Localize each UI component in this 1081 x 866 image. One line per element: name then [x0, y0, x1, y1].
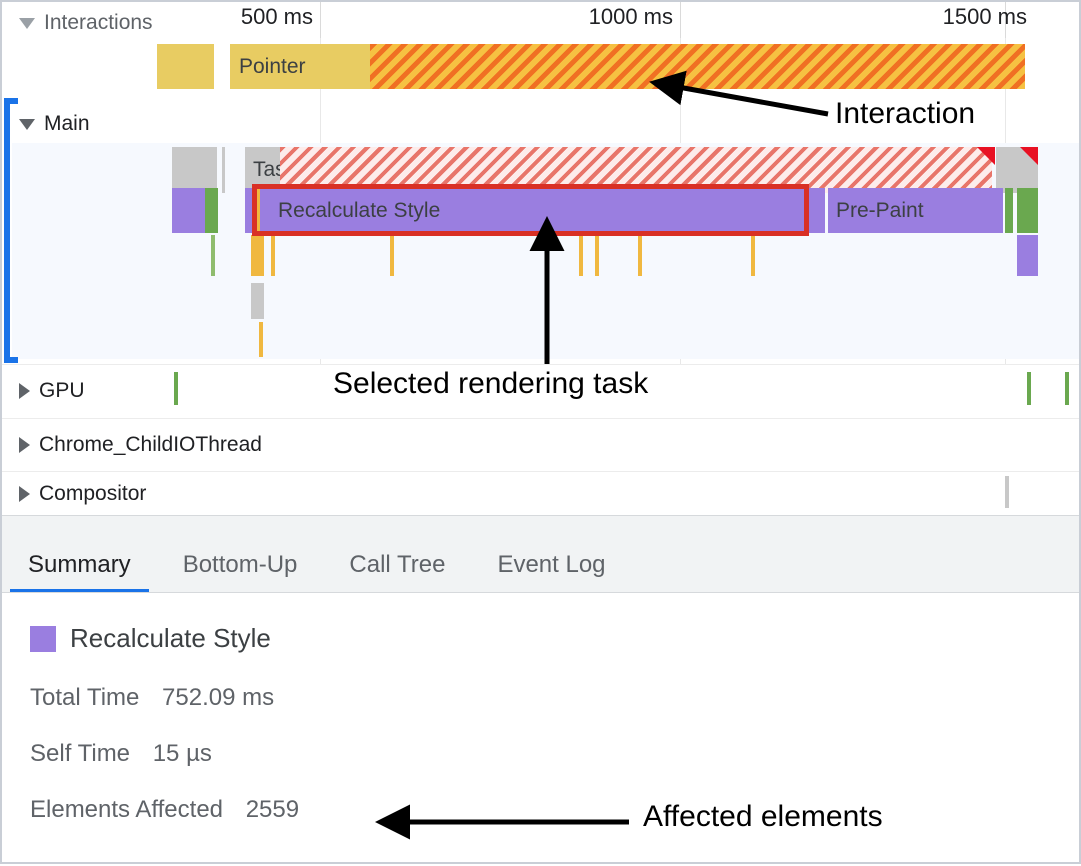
- flame-bar[interactable]: [172, 188, 205, 233]
- flame-bar[interactable]: [390, 235, 394, 276]
- summary-value-total-time: 752.09 ms: [162, 684, 275, 711]
- ruler-tick-500: 500 ms: [240, 4, 313, 29]
- flame-bar[interactable]: [205, 188, 218, 233]
- flame-bar[interactable]: [211, 235, 215, 276]
- flame-bar[interactable]: [259, 322, 263, 357]
- ruler-tick-1500: 1500 ms: [942, 4, 1027, 29]
- interactions-row[interactable]: Pointer: [2, 44, 1079, 89]
- flame-bar[interactable]: [751, 235, 755, 276]
- flame-bar-recalculate-style[interactable]: Recalculate Style: [260, 188, 808, 233]
- flame-bar[interactable]: [251, 283, 264, 319]
- flame-bar-label-recalculate-style: Recalculate Style: [278, 198, 441, 222]
- track-header-gpu[interactable]: GPU: [2, 374, 85, 408]
- summary-row-self-time: Self Time 15 µs: [30, 740, 1079, 768]
- interaction-block[interactable]: [157, 44, 214, 89]
- tab-summary[interactable]: Summary: [2, 553, 157, 593]
- flame-bar[interactable]: [172, 147, 217, 193]
- track-row-chrome-childiothread[interactable]: Chrome_ChildIOThread: [2, 418, 1079, 472]
- ruler-tick-1000: 1000 ms: [588, 4, 673, 29]
- track-header-main[interactable]: Main: [2, 107, 90, 141]
- summary-value-self-time: 15 µs: [152, 740, 212, 767]
- flame-bar[interactable]: [222, 147, 225, 193]
- track-header-compositor[interactable]: Compositor: [2, 477, 146, 511]
- compositor-event-mark[interactable]: [1005, 476, 1009, 508]
- summary-row-total-time: Total Time 752.09 ms: [30, 684, 1079, 712]
- chevron-right-icon: [19, 486, 30, 502]
- flame-bar[interactable]: [254, 188, 260, 233]
- tab-call-tree[interactable]: Call Tree: [349, 551, 446, 578]
- chevron-right-icon: [19, 383, 30, 399]
- chevron-right-icon: [19, 437, 30, 453]
- chevron-down-icon: [19, 118, 35, 130]
- long-task-warning-icon: [977, 147, 995, 165]
- track-header-chrome-childiothread[interactable]: Chrome_ChildIOThread: [2, 428, 262, 462]
- flame-bar-long-task[interactable]: [280, 147, 992, 193]
- summary-key-elements-affected: Elements Affected: [30, 796, 224, 823]
- summary-header: Recalculate Style: [30, 623, 1079, 654]
- summary-value-elements-affected: 2559: [245, 796, 300, 823]
- interaction-label-pointer: Pointer: [239, 54, 306, 78]
- main-track-selection-bracket: [4, 98, 18, 363]
- event-color-swatch: [30, 625, 56, 652]
- flame-bar[interactable]: [271, 235, 275, 276]
- summary-pane: Recalculate Style Total Time 752.09 ms S…: [2, 592, 1079, 862]
- chevron-down-icon: [19, 17, 35, 29]
- track-label-compositor: Compositor: [39, 482, 147, 505]
- flame-bar[interactable]: [579, 235, 583, 276]
- summary-key-total-time: Total Time: [30, 684, 140, 711]
- flame-bar[interactable]: [1017, 235, 1038, 276]
- annotation-selected-rendering-task: Selected rendering task: [333, 367, 649, 400]
- flame-bar[interactable]: [808, 188, 825, 233]
- long-task-warning-icon: [1020, 147, 1038, 165]
- track-label-gpu: GPU: [39, 379, 85, 402]
- track-header-interactions[interactable]: Interactions: [2, 6, 153, 40]
- tab-bottom-up[interactable]: Bottom-Up: [182, 551, 298, 578]
- flame-bar[interactable]: [245, 188, 254, 233]
- timeline-flame-chart[interactable]: 500 ms 1000 ms 1500 ms Interactions Poin…: [2, 2, 1079, 515]
- timeline-ruler[interactable]: 500 ms 1000 ms 1500 ms: [2, 2, 1079, 38]
- interaction-block-pointer[interactable]: Pointer: [230, 44, 370, 89]
- annotation-affected-elements: Affected elements: [643, 800, 883, 833]
- track-label-chrome-childiothread: Chrome_ChildIOThread: [39, 433, 262, 456]
- flame-bar[interactable]: [1005, 188, 1013, 233]
- track-label-interactions: Interactions: [44, 11, 153, 34]
- gpu-event-mark[interactable]: [1027, 372, 1031, 405]
- summary-row-elements-affected: Elements Affected 2559: [30, 796, 1079, 824]
- interaction-block-long[interactable]: [370, 44, 1025, 89]
- flame-bar-pre-paint[interactable]: Pre-Paint: [828, 188, 1003, 233]
- flame-bar-label-pre-paint: Pre-Paint: [836, 198, 924, 222]
- flame-bar[interactable]: [251, 235, 264, 276]
- gpu-event-mark[interactable]: [1065, 372, 1069, 405]
- track-row-compositor[interactable]: Compositor: [2, 471, 1079, 515]
- annotation-interaction: Interaction: [835, 97, 976, 130]
- detail-tabs[interactable]: Summary Bottom-Up Call Tree Event Log: [2, 515, 1079, 593]
- flame-bar[interactable]: [595, 235, 599, 276]
- summary-key-self-time: Self Time: [30, 740, 131, 767]
- tab-event-log[interactable]: Event Log: [497, 551, 606, 578]
- summary-event-title: Recalculate Style: [70, 623, 271, 653]
- flame-bar[interactable]: [638, 235, 642, 276]
- track-row-gpu[interactable]: GPU: [2, 364, 1079, 419]
- track-label-main: Main: [44, 112, 90, 135]
- flame-bar[interactable]: [1017, 188, 1038, 233]
- gpu-event-mark[interactable]: [174, 372, 178, 405]
